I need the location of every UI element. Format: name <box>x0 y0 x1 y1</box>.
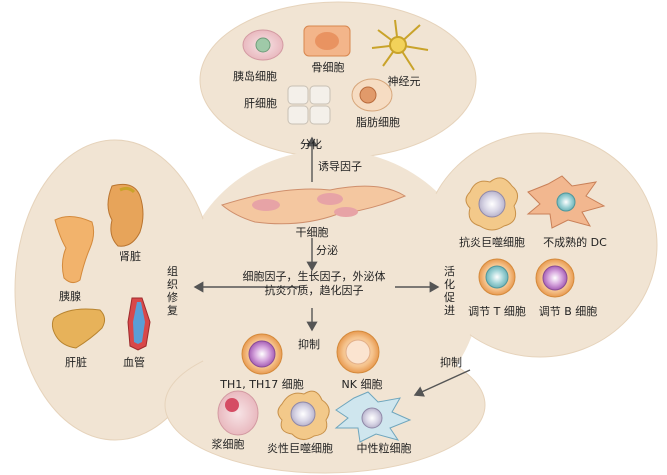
liver-label: 肝脏 <box>65 356 87 369</box>
regulatory-b-cell-label: 调节 B 细胞 <box>538 305 598 318</box>
islet-cell-icon <box>242 29 284 61</box>
inflammatory-macrophage-icon <box>277 390 330 440</box>
bone-cell-icon <box>303 25 351 57</box>
fat-cell-icon <box>351 78 393 112</box>
neuron-icon <box>371 19 429 71</box>
liver-icon <box>51 308 106 349</box>
anti-inflammatory-macrophage-icon <box>465 177 518 231</box>
liver-cell-label: 肝细胞 <box>244 97 277 110</box>
secreted-factors-text: 细胞因子，生长因子，外泌体 抗炎介质，趋化因子 <box>243 270 386 298</box>
kidney-label: 肾脏 <box>119 250 141 263</box>
stem-cell-label: 干细胞 <box>295 226 329 239</box>
inhibit-right-label: 抑制 <box>440 356 462 369</box>
inducer-label: 诱导因子 <box>318 160 362 173</box>
pancreas-icon <box>54 216 95 284</box>
tissue-repair-label: 组织修复 <box>167 265 178 317</box>
th-cell-icon <box>241 333 283 375</box>
kidney-icon <box>107 183 144 247</box>
bone-cell-label: 骨细胞 <box>311 61 345 74</box>
nk-cell-icon <box>336 330 380 374</box>
factors-line-2: 抗炎介质，趋化因子 <box>264 284 364 297</box>
factors-line-1: 细胞因子，生长因子，外泌体 <box>242 270 386 283</box>
immature-dc-icon <box>526 175 606 229</box>
arrows <box>193 136 471 397</box>
liver-cell-icon <box>287 85 331 125</box>
anti-inflammatory-macrophage-label: 抗炎巨噬细胞 <box>459 236 525 249</box>
blood-vessel-icon <box>127 297 151 351</box>
blood-vessel-label: 血管 <box>123 356 145 369</box>
islet-cell-label: 胰岛细胞 <box>233 70 277 83</box>
neutrophil-icon <box>334 391 412 443</box>
fat-cell-label: 脂肪细胞 <box>356 116 400 129</box>
th-cell-label: TH1, TH17 细胞 <box>220 378 304 391</box>
regulatory-t-cell-label: 调节 T 细胞 <box>468 305 526 318</box>
nk-cell-label: NK 细胞 <box>341 378 383 391</box>
neuron-label: 神经元 <box>387 75 421 88</box>
inflammatory-macrophage-label: 炎性巨噬细胞 <box>267 442 333 455</box>
immature-dc-label: 不成熟的 DC <box>543 236 607 249</box>
secrete-label: 分泌 <box>316 244 338 257</box>
inhibit-center-label: 抑制 <box>298 338 320 351</box>
plasma-cell-label: 浆细胞 <box>211 438 245 451</box>
stem-cell-icon <box>220 185 407 225</box>
regulatory-t-cell-icon <box>478 258 516 296</box>
arrow-inhibit-right <box>413 369 471 397</box>
regulatory-b-cell-icon <box>535 258 575 298</box>
plasma-cell-icon <box>217 390 259 436</box>
neutrophil-label: 中性粒细胞 <box>356 442 412 455</box>
activation-promote-label: 活化促进 <box>444 265 455 317</box>
pancreas-label: 胰腺 <box>59 290 81 303</box>
differentiate-label: 分化 <box>300 138 322 151</box>
